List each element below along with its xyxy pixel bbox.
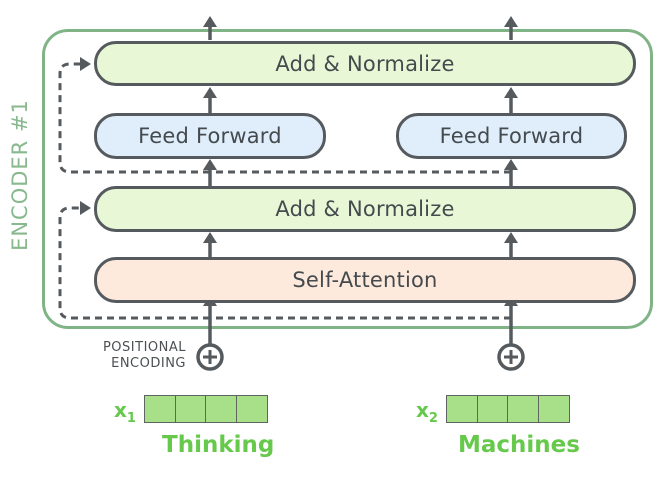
- vector-cell: [476, 395, 509, 423]
- vector-cell: [144, 395, 176, 423]
- residual-bottom: [58, 206, 210, 320]
- vector-cell: [446, 395, 478, 423]
- arrowhead: [504, 87, 518, 98]
- feed-forward-left-box: Feed Forward: [94, 113, 326, 159]
- arrowhead: [504, 159, 518, 170]
- arrowhead: [203, 16, 217, 27]
- arrowhead: [504, 16, 518, 27]
- residual-top: [58, 62, 210, 174]
- feed-forward-right-box: Feed Forward: [396, 113, 627, 159]
- vector-cell: [507, 395, 539, 423]
- input-word-thinking: Thinking: [162, 432, 275, 458]
- input-word-machines: Machines: [458, 432, 580, 458]
- arrowhead: [203, 159, 217, 170]
- residual-arrowhead: [80, 57, 91, 71]
- embedding-vector-x1: [144, 395, 268, 423]
- encoder-frame: [42, 29, 653, 329]
- arrowhead: [504, 232, 518, 243]
- residual-arrowhead: [80, 201, 91, 215]
- vector-cell: [174, 395, 207, 423]
- input-symbol-x1: x1: [114, 398, 136, 426]
- add-normalize-bottom-box: Add & Normalize: [94, 186, 636, 232]
- arrowhead: [203, 87, 217, 98]
- add-normalize-top-box: Add & Normalize: [94, 41, 636, 86]
- embedding-vector-x2: [446, 395, 570, 423]
- vector-cell: [235, 395, 268, 423]
- arrowhead: [203, 232, 217, 243]
- vector-cell: [537, 395, 570, 423]
- vector-cell: [205, 395, 237, 423]
- input-symbol-x2: x2: [416, 398, 438, 426]
- self-attention-box: Self-Attention: [94, 257, 636, 303]
- positional-encoding-label: POSITIONAL ENCODING: [102, 340, 186, 371]
